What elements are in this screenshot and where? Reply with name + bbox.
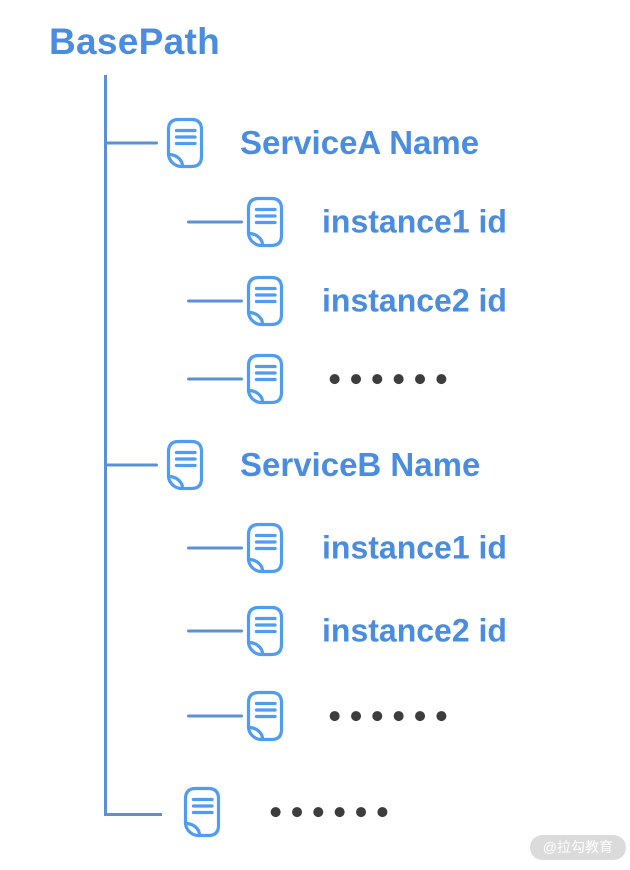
node-label: ServiceA Name [240,124,480,161]
ellipsis-dots: ●●●●●● [329,708,458,724]
document-icon [246,690,284,742]
tree-node-row: ●●●●●● [0,786,630,838]
tree-node-row: instance1 id [0,196,630,248]
document-icon [246,196,284,248]
branch-line [187,629,243,633]
ellipsis-dots: ●●●●●● [329,371,458,387]
branch-line [187,220,243,224]
node-label: instance1 id [322,529,507,566]
document-icon [246,605,284,657]
tree-node-row: ●●●●●● [0,353,630,405]
node-label: ServiceB Name [240,446,481,483]
branch-line [187,377,243,381]
watermark-badge: @拉勾教育 [529,835,626,860]
document-icon [246,522,284,574]
branch-line [187,714,243,718]
branch-line [105,463,158,467]
ellipsis-dots: ●●●●●● [270,804,399,820]
branch-line [105,141,158,145]
tree-node-row: ServiceA Name [0,117,630,169]
document-icon [183,786,221,838]
document-icon [166,117,204,169]
tree-node-row: instance2 id [0,275,630,327]
root-node-label: BasePath [49,21,221,62]
tree-trunk-line [104,75,162,816]
tree-node-row: instance2 id [0,605,630,657]
node-label: instance2 id [322,612,507,649]
branch-line [187,299,243,303]
watermark-text: @拉勾教育 [542,839,613,855]
node-label: instance1 id [322,203,507,240]
document-icon [246,353,284,405]
tree-node-row: ●●●●●● [0,690,630,742]
tree-node-row: ServiceB Name [0,439,630,491]
tree-node-row: instance1 id [0,522,630,574]
document-icon [246,275,284,327]
document-icon [166,439,204,491]
branch-line [187,546,243,550]
node-label: instance2 id [322,282,507,319]
